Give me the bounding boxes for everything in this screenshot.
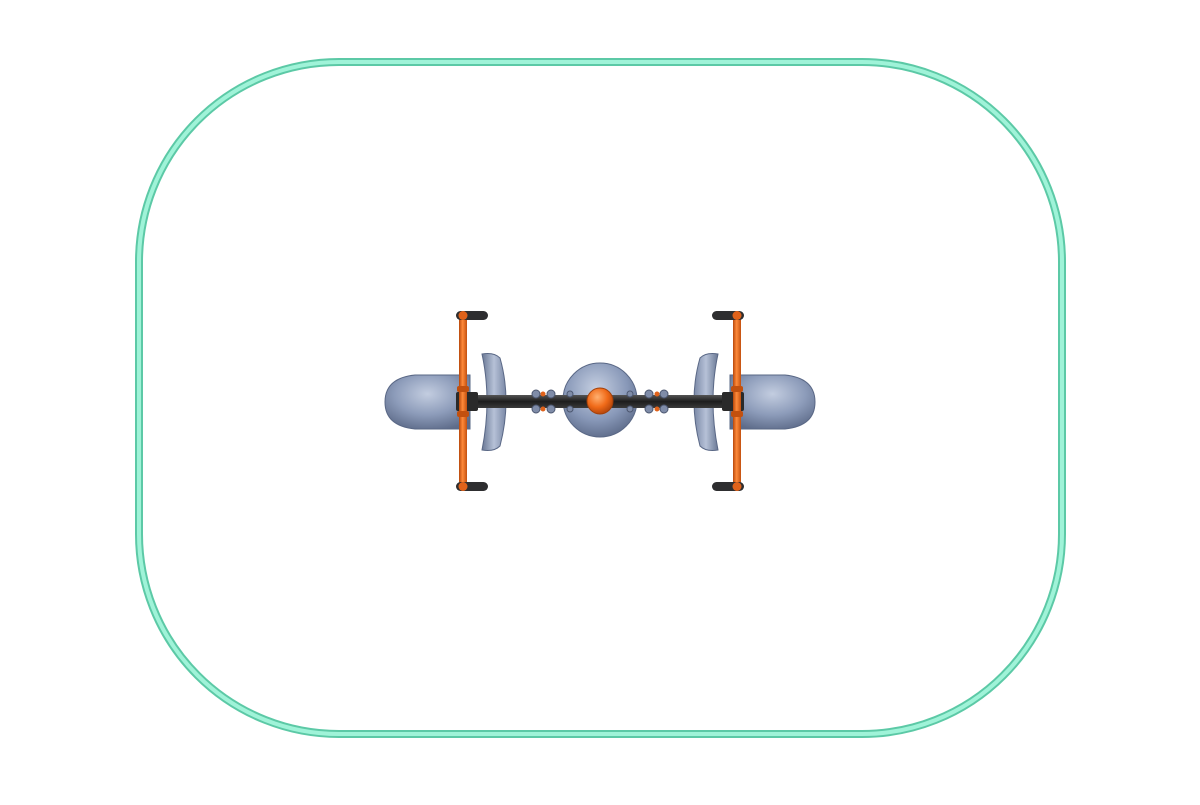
- right-seat: [729, 374, 816, 430]
- pivot-cap: [586, 387, 614, 415]
- handle-clamps: [457, 386, 743, 417]
- handle-end-caps: [458, 311, 742, 491]
- beam-bolts: [531, 389, 669, 414]
- left-handle-bar: [459, 314, 467, 488]
- beam-bolt-accents: [540, 391, 660, 412]
- safety-zone-outline-highlight: [137, 60, 1064, 736]
- left-seat: [384, 374, 471, 430]
- right-handle-bar: [733, 314, 741, 488]
